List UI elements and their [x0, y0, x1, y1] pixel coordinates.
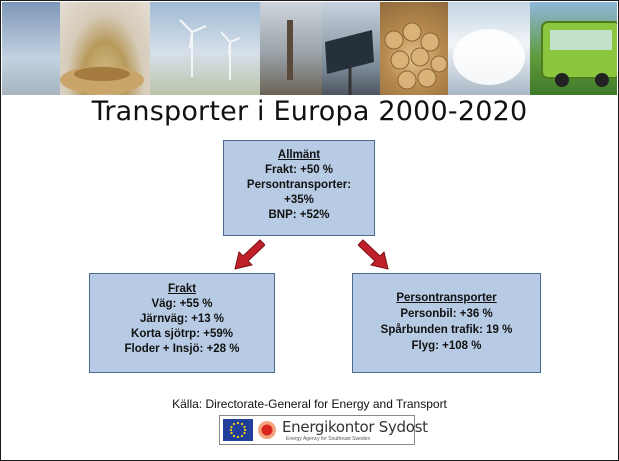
log-ends-shapes [384, 22, 448, 90]
banner-photo-windturbines [150, 2, 260, 95]
freight-box: Frakt Väg: +55 % Järnväg: +13 % Korta sj… [89, 273, 275, 373]
arrow-down-left-icon [234, 239, 265, 270]
arrow-down-right-icon [358, 239, 389, 270]
passenger-box-heading: Persontransporter [396, 292, 497, 304]
general-box-line: BNP: +52% [268, 209, 330, 221]
energy-agency-sun-icon [258, 421, 276, 439]
chimney-shape [287, 20, 293, 80]
freight-box-line: Korta sjötrp: +59% [131, 328, 233, 340]
banner-photo-building [2, 2, 60, 95]
source-citation: Källa: Directorate-General for Energy an… [172, 397, 447, 411]
logo-tagline: Energy Agency for Southeast Sweden [286, 436, 371, 442]
general-box-line: Frakt: +50 % [264, 164, 334, 176]
general-box: Allmänt Frakt: +50 % Persontransporter: … [223, 140, 375, 236]
energikontor-logo: Energikontor Sydost Energy Agency for So… [219, 415, 428, 445]
pellet-top-shape [74, 67, 130, 81]
general-box-line: +35% [284, 194, 314, 206]
passenger-box-line: Personbil: +36 % [400, 308, 493, 320]
freight-box-heading: Frakt [167, 283, 197, 295]
passenger-box: Persontransporter Personbil: +36 % Spårb… [352, 273, 541, 373]
passenger-box-line: Spårbunden trafik: 19 % [380, 324, 513, 336]
banner-details [60, 19, 617, 95]
slide-title: Transporter i Europa 2000-2020 [91, 96, 528, 127]
general-box-line: Persontransporter: [246, 179, 352, 191]
general-box-heading: Allmänt [277, 149, 321, 161]
passenger-box-line: Flyg: +108 % [411, 340, 482, 352]
solar-panel-shape [325, 30, 374, 74]
photo-banner [2, 2, 617, 95]
freight-box-line: Järnväg: +13 % [139, 313, 225, 325]
eu-flag-icon [223, 419, 253, 441]
logo-name: Energikontor Sydost [282, 418, 428, 436]
freight-box-line: Väg: +55 % [151, 298, 213, 310]
freight-box-line: Floder + Insjö: +28 % [124, 343, 240, 355]
windturbine-shapes [179, 19, 241, 80]
water-spray-shape [453, 29, 525, 85]
